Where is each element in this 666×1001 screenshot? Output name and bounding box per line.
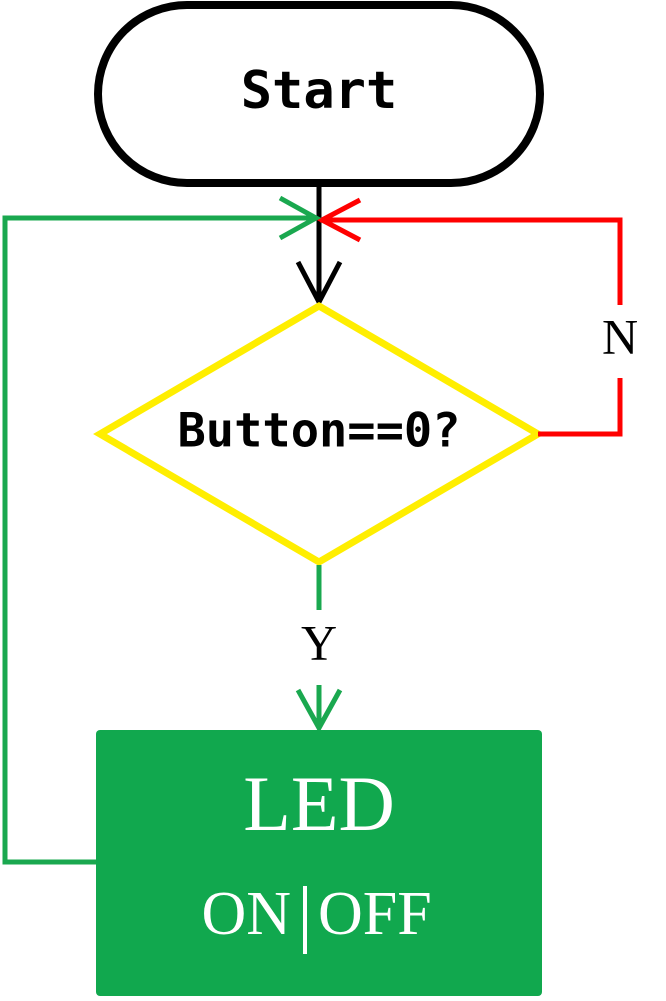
process-box xyxy=(96,730,542,996)
process-title: LED xyxy=(243,760,395,847)
decision-label: Button==0? xyxy=(178,404,461,459)
no-path-lower xyxy=(538,378,623,437)
no-path-arrowhead xyxy=(316,197,362,243)
process-state-off: OFF xyxy=(318,880,432,948)
loop-back-arrowhead xyxy=(278,195,322,241)
no-path-upper xyxy=(320,217,623,305)
no-label: N xyxy=(602,308,638,364)
decision-diamond xyxy=(93,301,545,567)
loop-back-path xyxy=(2,215,316,865)
yes-label: Y xyxy=(301,614,337,670)
yes-path-arrowhead xyxy=(295,688,343,734)
start-label: Start xyxy=(241,61,398,121)
process-state-on: ON xyxy=(201,880,291,948)
